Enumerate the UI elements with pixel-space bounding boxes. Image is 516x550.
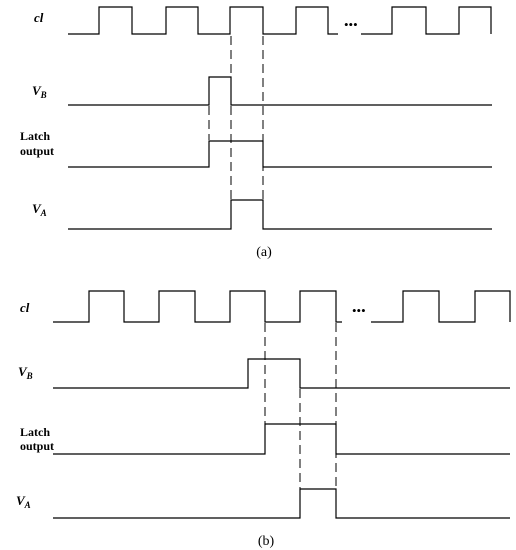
vb-label-a: VB — [32, 83, 47, 100]
clock-wave-b — [53, 290, 342, 323]
clock-wave-cont-a — [361, 6, 492, 35]
panel-b: cl VB Latch output VA ••• (b) — [16, 290, 511, 549]
latch-label-line2-a: output — [20, 144, 54, 158]
caption-b: (b) — [258, 534, 275, 549]
va-wave-a — [68, 199, 492, 230]
va-wave-b — [53, 488, 510, 519]
clock-label-a: cl — [34, 10, 44, 25]
latch-wave-a — [68, 140, 492, 168]
latch-label-line1-a: Latch — [20, 129, 50, 143]
clock-ellipsis-a: ••• — [344, 17, 358, 32]
clock-wave-cont-b — [371, 290, 511, 323]
clock-ellipsis-b: ••• — [352, 303, 366, 318]
va-label-b: VA — [16, 493, 31, 510]
latch-label-line1-b: Latch — [20, 425, 50, 439]
panel-a: cl VB Latch output VA ••• (a) — [20, 6, 492, 260]
va-label-a: VA — [32, 201, 47, 218]
latch-label-line2-b: output — [20, 439, 54, 453]
vb-label-b: VB — [18, 364, 33, 381]
clock-label-b: cl — [20, 300, 30, 315]
latch-wave-b — [53, 423, 510, 455]
clock-wave-a — [68, 6, 338, 35]
vb-wave-b — [53, 358, 510, 389]
vb-wave-a — [68, 76, 492, 106]
caption-a: (a) — [256, 245, 272, 260]
